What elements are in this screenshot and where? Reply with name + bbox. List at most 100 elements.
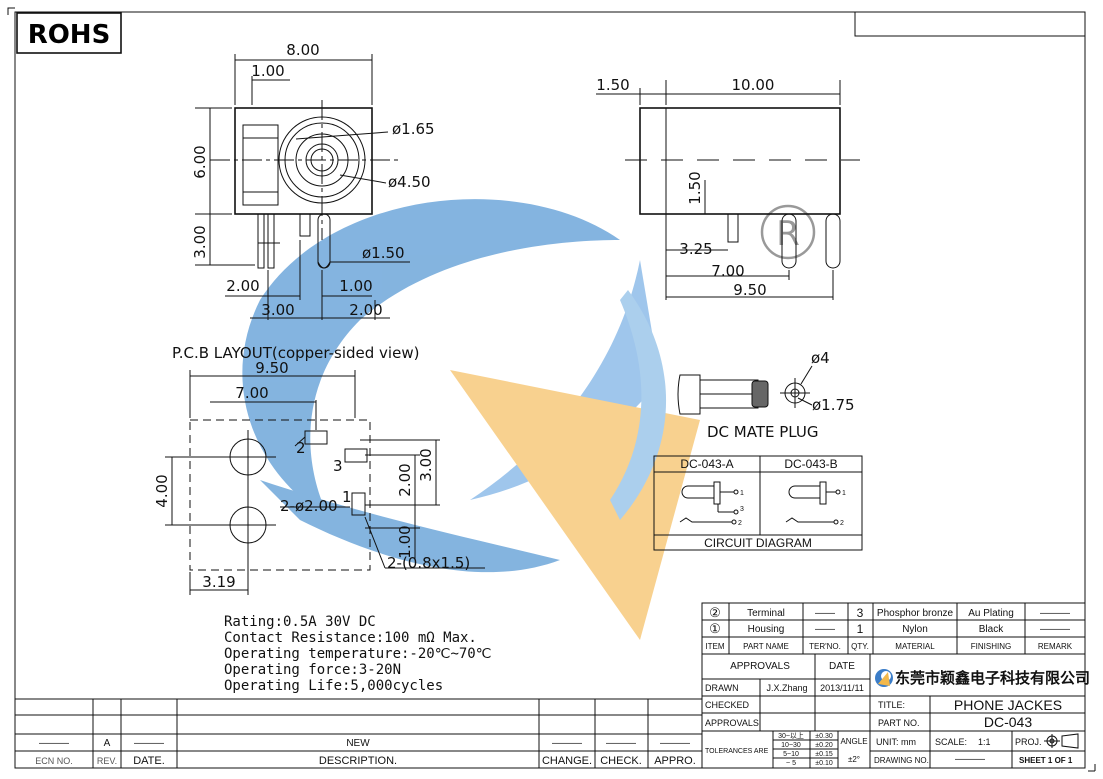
dim-1-00-top: 1.00 — [251, 62, 284, 80]
pcb-pin-1: 1 — [342, 488, 352, 506]
note-operating-life: Operating Life:5,000cycles — [224, 678, 443, 694]
pcb-layout — [165, 370, 485, 595]
title-label: TITLE: — [878, 700, 905, 710]
side-view — [596, 80, 860, 300]
pcb-dim-3-00: 3.00 — [417, 448, 435, 481]
title-approvals-2: APPROVALS — [705, 718, 759, 728]
rev-row-change: ——— — [552, 738, 582, 749]
bom-no-housing: —— — [815, 624, 835, 635]
bom-no-terminal: —— — [815, 608, 835, 619]
pcb-dim-4-00: 4.00 — [153, 474, 171, 507]
tol-val-2: ±0.20 — [815, 742, 833, 749]
bom-header-remark: REMARK — [1038, 642, 1073, 651]
dim-10-00: 10.00 — [732, 76, 775, 94]
rev-header-description: DESCRIPTION. — [319, 755, 397, 767]
title-drawn-by: J.X.Zhang — [766, 683, 807, 693]
title-drawn: DRAWN — [705, 683, 739, 693]
bom-finishing-housing: Black — [979, 624, 1004, 635]
circuit-b-n1: 1 — [842, 490, 846, 497]
plug-phi-1-75: ø1.75 — [812, 396, 855, 414]
note-operating-force: Operating force:3-20N — [224, 662, 401, 678]
scale-label: SCALE: — [935, 737, 967, 747]
bom-header-no: TER'NO. — [809, 642, 841, 651]
part-no-label: PART NO. — [878, 718, 920, 728]
dim-7-00-side: 7.00 — [711, 262, 744, 280]
bom-qty-terminal: 3 — [857, 606, 864, 620]
tol-range-1: 30~以上 — [778, 731, 804, 740]
angle-label: ANGLE — [840, 737, 867, 746]
bom-table — [701, 602, 1086, 655]
rev-row-ecn: ——— — [39, 738, 69, 749]
projection-label: PROJ. — [1015, 737, 1042, 747]
bom-name-housing: Housing — [748, 624, 785, 635]
top-right-box — [854, 11, 1086, 37]
title-value: PHONE JACKES — [954, 697, 1062, 713]
circuit-a-n1: 1 — [740, 490, 744, 497]
dim-1-50-side: 1.50 — [596, 76, 629, 94]
title-checked: CHECKED — [705, 700, 750, 710]
plug-phi-4: ø4 — [811, 349, 830, 367]
sheet-label: SHEET 1 OF 1 — [1019, 756, 1073, 765]
dim-3-00-b: 3.00 — [261, 301, 294, 319]
drawing-no-value: ——— — [955, 754, 985, 765]
dim-6-00: 6.00 — [191, 145, 209, 178]
rev-row-date: ——— — [134, 738, 164, 749]
rev-header-rev: REV. — [97, 756, 117, 766]
rev-header-check: CHECK. — [600, 755, 642, 767]
dim-3-00-left: 3.00 — [191, 225, 209, 258]
bom-remark-terminal: ——— — [1040, 608, 1070, 619]
rev-header-change: CHANGE. — [542, 755, 592, 767]
bom-qty-housing: 1 — [857, 622, 864, 636]
circuit-a-n2: 2 — [738, 520, 742, 527]
note-rating: Rating:0.5A 30V DC — [224, 614, 376, 630]
bom-header-material: MATERIAL — [895, 642, 935, 651]
rev-row-rev: A — [104, 738, 111, 749]
company-name: 东莞市颖鑫电子科技有限公司 — [895, 669, 1090, 687]
plug-label: DC MATE PLUG — [707, 423, 819, 441]
tolerances-label: TOLERANCES ARE — [705, 748, 769, 755]
dim-2-00-b: 2.00 — [349, 301, 382, 319]
tol-range-2: 10~30 — [781, 742, 801, 749]
pcb-pin-3: 3 — [333, 457, 343, 475]
bom-name-terminal: Terminal — [747, 608, 785, 619]
title-approvals: APPROVALS — [730, 661, 790, 672]
rohs-logo: ROHS — [28, 20, 111, 50]
unit-label: UNIT: mm — [876, 737, 916, 747]
bom-header-qty: QTY. — [851, 642, 869, 651]
rohs-box — [16, 12, 122, 54]
pcb-dim-2-00: 2.00 — [396, 463, 414, 496]
pcb-holes-label: 2-ø2.00 — [280, 497, 338, 515]
bom-remark-housing: ——— — [1040, 624, 1070, 635]
pcb-layout-title: P.C.B LAYOUT(copper-sided view) — [172, 344, 419, 362]
pcb-dim-3-19: 3.19 — [202, 573, 235, 591]
bom-item-1: ① — [709, 621, 721, 636]
tol-val-3: ±0.15 — [815, 751, 833, 758]
dim-phi-4-50: ø4.50 — [388, 173, 431, 191]
bom-item-2: ② — [709, 605, 721, 620]
tol-val-4: ±0.10 — [815, 760, 833, 767]
angle-value: ±2° — [848, 755, 860, 764]
circuit-diagram — [653, 455, 863, 551]
dim-3-25: 3.25 — [679, 240, 712, 258]
rev-row-appro: ——— — [660, 738, 690, 749]
pcb-slots-label: 2-(0.8x1.5) — [387, 554, 470, 572]
circuit-a-n3: 3 — [740, 506, 744, 513]
note-contact-resistance: Contact Resistance:100 mΩ Max. — [224, 630, 477, 646]
circuit-col-a: DC-043-A — [680, 457, 733, 471]
scale-value: 1:1 — [978, 737, 991, 747]
rev-row-check: ——— — [606, 738, 636, 749]
bom-finishing-terminal: Au Plating — [968, 608, 1014, 619]
tol-range-4: ~ 5 — [786, 760, 796, 767]
drawing-no-label: DRAWING NO. — [874, 756, 929, 765]
dim-8-00: 8.00 — [286, 41, 319, 59]
bom-header-name: PART NAME — [743, 642, 789, 651]
pcb-dim-7-00: 7.00 — [235, 384, 268, 402]
note-operating-temperature: Operating temperature:-20℃~70℃ — [224, 646, 491, 662]
revision-table — [15, 698, 702, 768]
pcb-dim-9-50: 9.50 — [255, 359, 288, 377]
bom-material-housing: Nylon — [902, 624, 928, 635]
sheet-frame — [14, 11, 1086, 769]
company-watermark — [242, 199, 700, 640]
bom-header-item: ITEM — [705, 642, 724, 651]
